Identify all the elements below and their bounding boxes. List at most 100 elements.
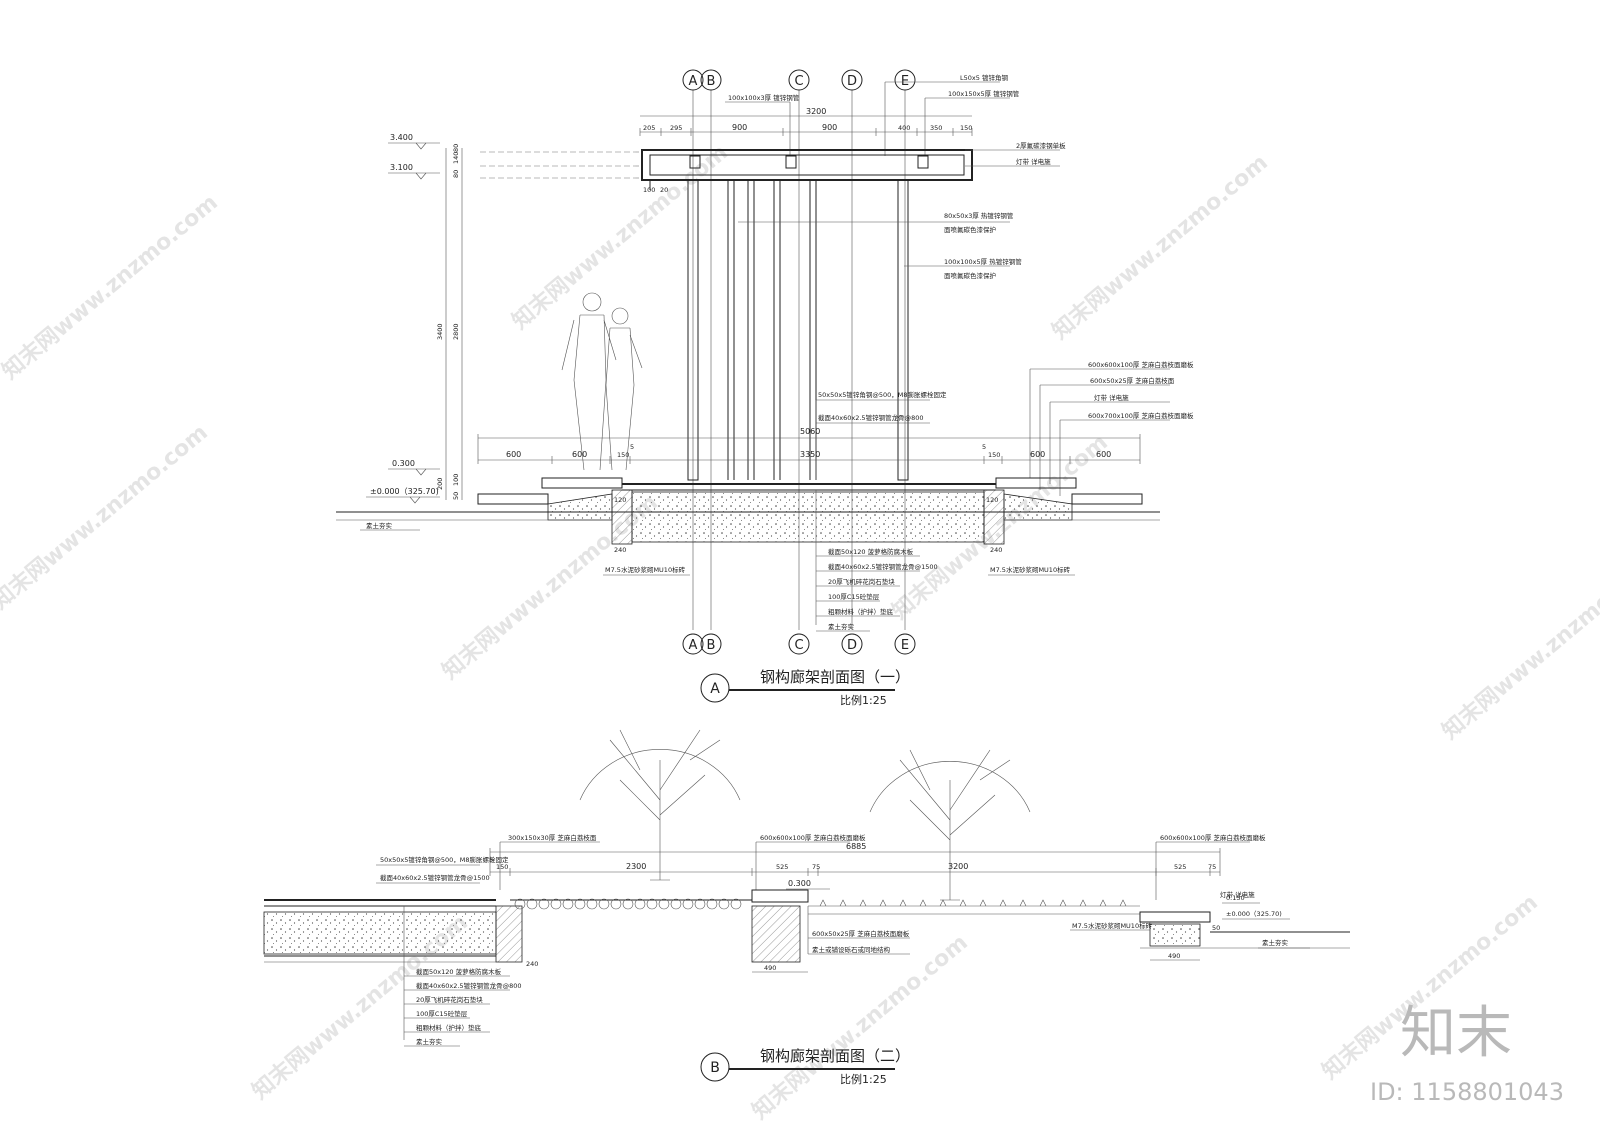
dim: 150 xyxy=(496,863,508,871)
note: 截面40x60x2.5镀锌钢管龙骨@800 xyxy=(818,413,923,422)
watermark-layer: 知末网www.znzmo.com 知末网www.znzmo.com 知末网www… xyxy=(0,139,1600,1124)
note: M7.5水泥砂浆砌MU10标砖 xyxy=(605,565,686,574)
watermark-text: 知末网www.znzmo.com xyxy=(507,139,733,334)
note: 600x600x100厚 芝麻白荔枝面磨板 xyxy=(1088,360,1194,369)
dim: 240 xyxy=(526,960,538,968)
axis-bubble xyxy=(894,69,916,91)
axis-bubble xyxy=(788,69,810,91)
dim: 75 xyxy=(812,863,820,871)
human-figures-icon xyxy=(561,292,643,471)
dim: 2300 xyxy=(626,862,646,871)
level: ±0.000（325.70) xyxy=(370,487,439,496)
section-a: A B C D E A B C D E L50x5 镀锌角钢 100x150x5… xyxy=(336,69,1194,707)
axis-bubble xyxy=(894,633,916,655)
note: 600x600x100厚 芝麻白荔枝面磨板 xyxy=(760,833,866,842)
section-b: 300x150x30厚 芝麻白荔枝面 600x600x100厚 芝麻白荔枝面磨板… xyxy=(263,729,1350,1086)
note: 20厚飞机碎花岗石垫块 xyxy=(828,577,895,586)
axis-label: E xyxy=(901,74,909,89)
dim: 6885 xyxy=(846,842,866,851)
dim: 100 xyxy=(643,186,655,194)
note: M7.5水泥砂浆砌MU10标砖 xyxy=(990,565,1071,574)
axis-label: B xyxy=(707,74,716,89)
axis-bubbles-bottom: A B C D E xyxy=(682,633,916,655)
dim: 80 xyxy=(452,144,460,152)
top-dimensions: 3200 205 295 900 900 400 350 150 xyxy=(639,107,972,136)
right-notes: 600x600x100厚 芝麻白荔枝面磨板 600x50x25厚 芝麻白荔枝面 … xyxy=(1029,360,1194,496)
level: 0.300 xyxy=(788,879,811,888)
dim: 600 xyxy=(506,450,521,459)
dim: 200 xyxy=(436,478,444,490)
watermark-text: 知末网www.znzmo.com xyxy=(1437,549,1600,744)
note: 截面50x120 菠萝格防腐木板 xyxy=(416,967,502,976)
brand-watermark: 知末 ID: 1158801043 xyxy=(1370,1001,1564,1106)
dim: 120 xyxy=(614,496,626,504)
section-b-structure: 0.300 0.150 ±0.000（325.70) xyxy=(263,879,1350,963)
note: 100x100x3厚 镀锌钢管 xyxy=(728,93,800,102)
brand-id: ID: 1158801043 xyxy=(1370,1078,1564,1106)
axis-label: D xyxy=(847,638,857,653)
section-b-title-block: B 钢构廊架剖面图（二） 比例1:25 xyxy=(700,1047,910,1086)
dim: 900 xyxy=(822,123,837,132)
dim: 900 xyxy=(732,123,747,132)
watermark-text: 知末网www.znzmo.com xyxy=(1047,149,1273,344)
axis-bubbles-top: A B C D E xyxy=(682,69,916,91)
note: 粗颗材料（护拌）垫底 xyxy=(828,607,894,616)
note: 灯带 详电施 xyxy=(1220,890,1255,899)
dim: 50 xyxy=(1212,924,1220,932)
note: 20厚飞机碎花岗石垫块 xyxy=(416,995,483,1004)
dim: 490 xyxy=(764,964,776,972)
dim: 150 xyxy=(988,451,1000,459)
note: 截面40x60x2.5镀锌钢管龙骨@1500 xyxy=(828,562,938,571)
level: 3.100 xyxy=(390,163,413,172)
note: 600x700x100厚 芝麻白荔枝面磨板 xyxy=(1088,411,1194,420)
dim: 5 xyxy=(982,443,986,451)
dim: 240 xyxy=(990,546,1002,554)
section-mark-label: A xyxy=(710,681,720,697)
tree-icon xyxy=(579,729,741,881)
watermark-text: 知末网www.znzmo.com xyxy=(0,189,223,384)
note: 素土夯实 xyxy=(828,622,855,631)
axis-label: D xyxy=(847,74,857,89)
watermark-text: 知末网www.znzmo.com xyxy=(0,419,213,614)
tree-icon xyxy=(869,749,1031,901)
dim: 100 xyxy=(452,474,460,486)
note: 灯带 详电施 xyxy=(1094,393,1129,402)
note: 100厚C15砼垫层 xyxy=(416,1009,468,1018)
dim: 350 xyxy=(930,124,942,132)
axis-bubble xyxy=(841,69,863,91)
dim: 600 xyxy=(1096,450,1111,459)
section-mark xyxy=(700,673,730,703)
dim: 3200 xyxy=(948,862,968,871)
columns xyxy=(687,179,909,481)
axis-bubble xyxy=(682,69,704,91)
section-mark-label: B xyxy=(710,1060,720,1076)
axis-bubble xyxy=(682,633,704,655)
dim-overall: 3200 xyxy=(806,107,826,116)
axis-label: E xyxy=(901,638,909,653)
note: 素土夯实 xyxy=(1262,938,1289,947)
axis-label: C xyxy=(794,638,803,653)
dim: 600 xyxy=(572,450,587,459)
note: 100x100x5厚 热镀锌钢管 xyxy=(944,257,1022,266)
note: 面喷氟碳色漆保护 xyxy=(944,225,996,234)
dim: 20 xyxy=(660,186,668,194)
level: 0.150 xyxy=(1226,894,1245,902)
axis-bubble xyxy=(700,69,722,91)
level: ±0.000（325.70) xyxy=(1226,910,1282,918)
dim: 490 xyxy=(1168,952,1180,960)
note: 2厚氟碳漆钢单板 xyxy=(1016,141,1066,150)
note: 50x50x5镀锌角钢@500，M8膨胀螺栓固定 xyxy=(818,390,947,399)
brand-logo: 知末 xyxy=(1400,1001,1512,1066)
note: 600x50x25厚 芝麻白荔枝面磨板 xyxy=(812,929,910,938)
pebbles xyxy=(514,898,742,910)
level: 3.400 xyxy=(390,133,413,142)
vertical-dimensions: 3400 2800 80 140 80 100 200 50 xyxy=(436,144,463,500)
note: 截面50x120 菠萝格防腐木板 xyxy=(828,547,914,556)
bottom-dimensions: 5060 600 600 150 5 3350 5 150 600 600 xyxy=(477,427,1141,464)
section-title: 钢构廊架剖面图（二） xyxy=(760,1047,910,1065)
note: 80x50x3厚 热镀锌钢管 xyxy=(944,211,1014,220)
axis-bubble xyxy=(788,633,810,655)
dim: 75 xyxy=(1208,863,1216,871)
note: 素土或铺设砾石或同地结构 xyxy=(812,945,891,954)
section-b-dimensions: 6885 150 5 2300 525 75 3200 525 75 xyxy=(489,842,1221,876)
